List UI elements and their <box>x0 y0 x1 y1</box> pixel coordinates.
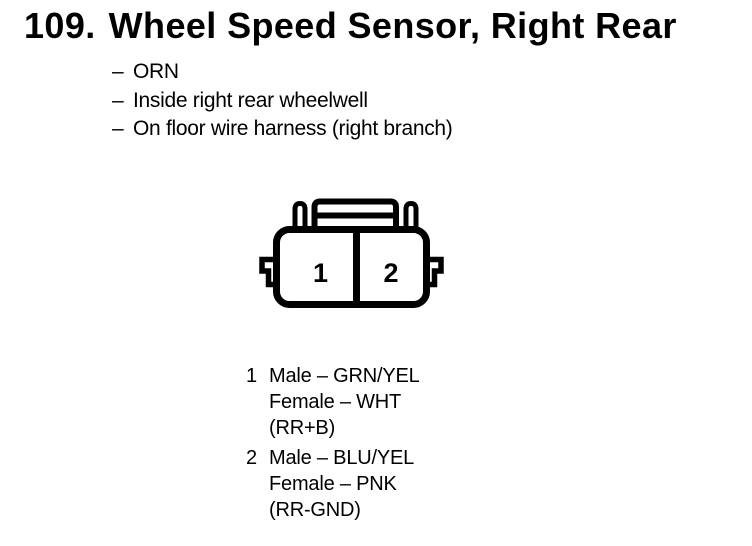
pinout-lines: Male – BLU/YEL Female – PNK (RR-GND) <box>269 445 414 523</box>
item-number: 109. <box>24 5 96 46</box>
item-title: Wheel Speed Sensor, Right Rear <box>108 5 677 46</box>
pinout-legend: 1 Male – GRN/YEL Female – WHT (RR+B) 2 M… <box>246 363 420 523</box>
pin-1-label: 1 <box>313 258 328 288</box>
mount-ear-right-icon <box>425 256 444 288</box>
pinout-line: Female – PNK <box>269 473 397 495</box>
notes-list: – ORN – Inside right rear wheelwell – On… <box>112 58 453 144</box>
pinout-line: Female – WHT <box>269 391 402 413</box>
note-line: – On floor wire harness (right branch) <box>112 115 453 144</box>
pinout-line: Male – BLU/YEL <box>269 447 415 469</box>
pinout-pin-number: 1 <box>246 365 257 387</box>
pinout-lines: Male – GRN/YEL Female – WHT (RR+B) <box>269 363 420 441</box>
bullet-dash: – <box>112 88 124 112</box>
pinout-line: Male – GRN/YEL <box>269 365 420 387</box>
mount-ear-left-icon <box>259 256 278 288</box>
connector-diagram: 1 2 <box>259 198 444 308</box>
guide-tab-left-icon <box>292 200 308 227</box>
page-title: 109. Wheel Speed Sensor, Right Rear <box>24 6 677 46</box>
note-line: – ORN <box>112 58 453 87</box>
bullet-dash: – <box>112 117 124 140</box>
pinout-entry-2: 2 Male – BLU/YEL Female – PNK (RR-GND) <box>246 445 420 523</box>
pin-2-label: 2 <box>383 258 398 288</box>
bullet-dash: – <box>112 60 124 83</box>
pinout-pin-number: 2 <box>246 447 257 469</box>
pinout-entry-1: 1 Male – GRN/YEL Female – WHT (RR+B) <box>246 363 420 441</box>
note-text: On floor wire harness (right branch) <box>133 117 453 140</box>
guide-tab-right-icon <box>403 200 419 227</box>
lock-tab-icon <box>311 198 399 227</box>
pinout-line: (RR+B) <box>269 417 336 439</box>
pinout-line: (RR-GND) <box>269 499 361 521</box>
connector-body <box>273 226 430 308</box>
note-text: ORN <box>133 60 179 83</box>
note-text: Inside right rear wheelwell <box>133 88 368 112</box>
note-line: – Inside right rear wheelwell <box>112 87 453 116</box>
